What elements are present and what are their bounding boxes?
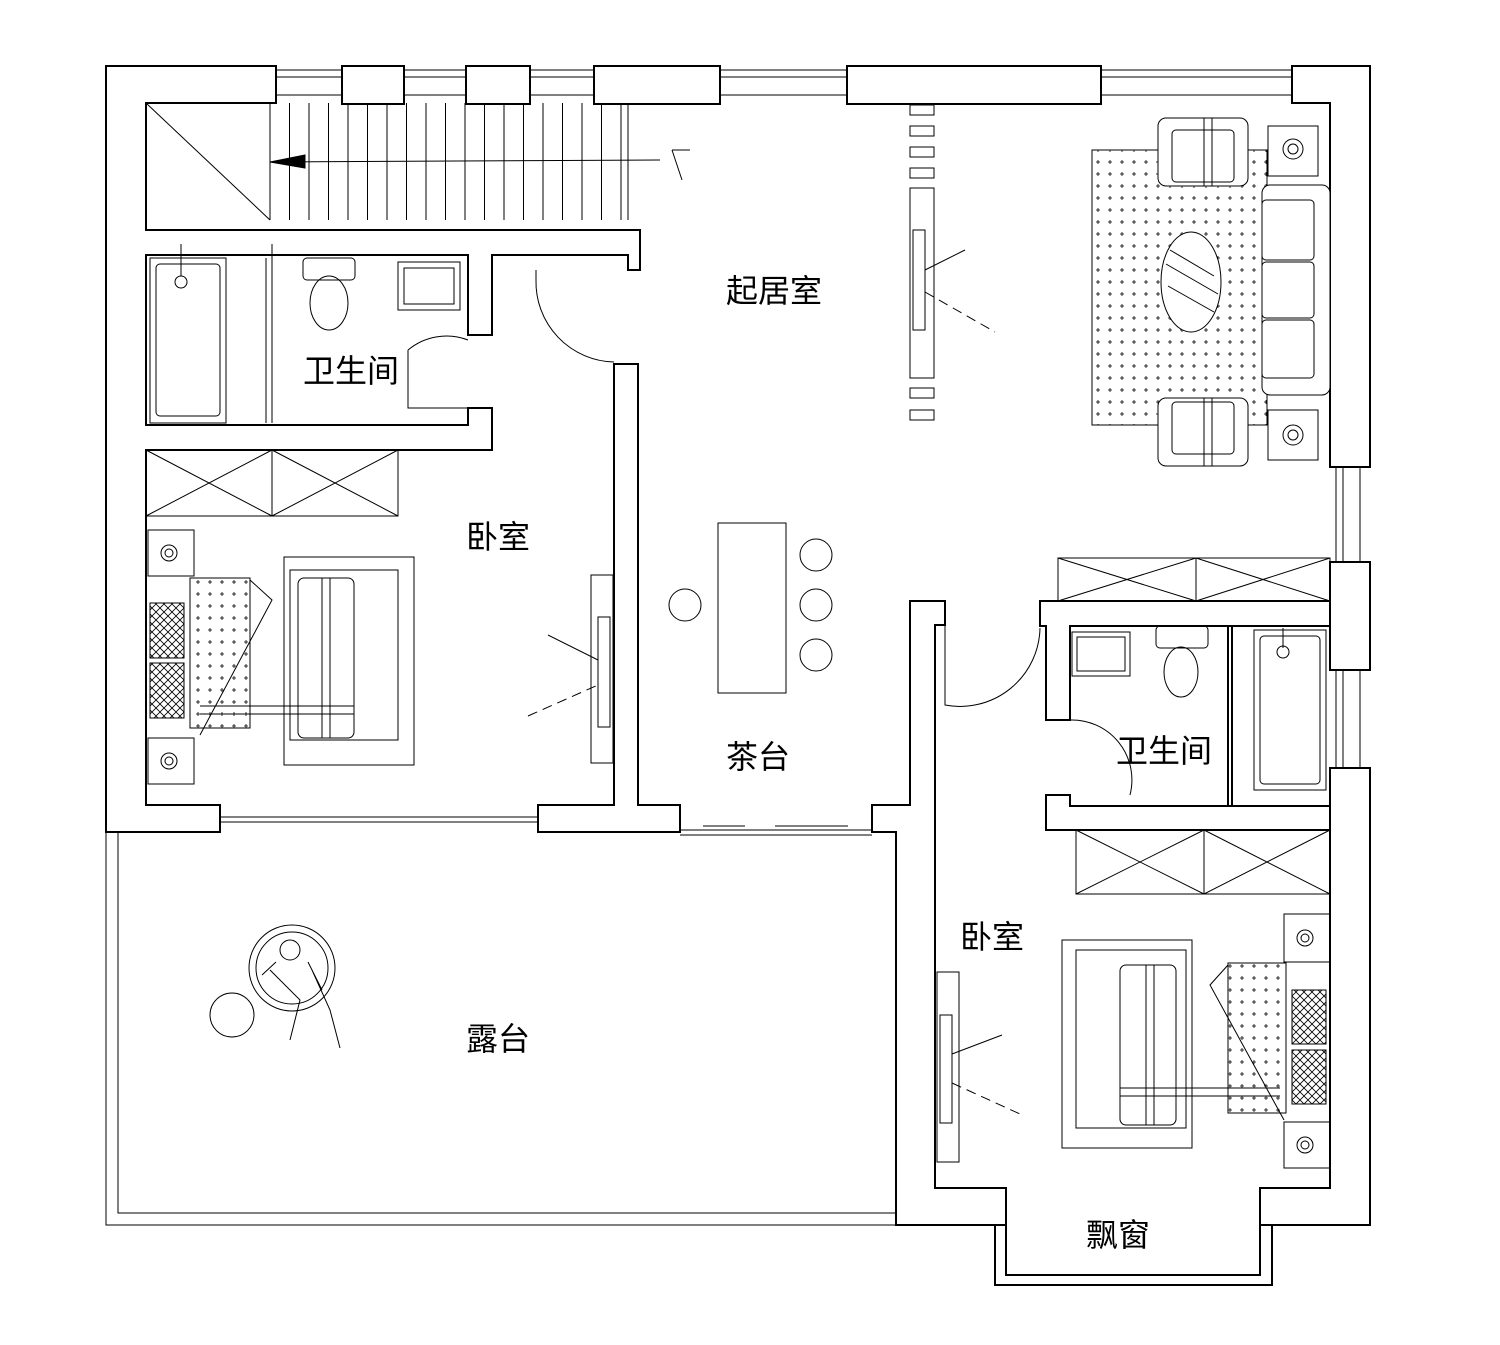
bathroom-right-fixtures <box>1071 625 1327 791</box>
room-labels: 起居室 卫生间 卧室 茶台 卫生间 卧室 露台 飘窗 下 <box>303 272 1212 1254</box>
walls <box>105 65 1371 1286</box>
door-swing <box>535 270 1133 796</box>
living-room-furniture <box>909 104 1331 467</box>
tea-table <box>668 522 833 694</box>
bedroom-left-furniture <box>145 449 614 785</box>
label-bedroom-left: 卧室 <box>466 518 530 556</box>
label-bedroom-right: 卧室 <box>960 918 1024 956</box>
windows <box>105 69 1361 1226</box>
label-bay-window: 飘窗 <box>1086 1216 1150 1254</box>
staircase <box>145 102 690 221</box>
terrace-furniture <box>209 924 341 1049</box>
bathroom-top-fixtures <box>149 244 469 424</box>
label-tea-area: 茶台 <box>726 738 790 776</box>
label-terrace: 露台 <box>466 1020 530 1058</box>
label-bathroom-top: 卫生间 <box>303 352 399 390</box>
label-bathroom-right: 卫生间 <box>1116 732 1212 770</box>
label-living-room: 起居室 <box>726 272 822 310</box>
wardrobe-right-upper <box>1057 557 1331 602</box>
bedroom-right-furniture <box>936 829 1331 1169</box>
